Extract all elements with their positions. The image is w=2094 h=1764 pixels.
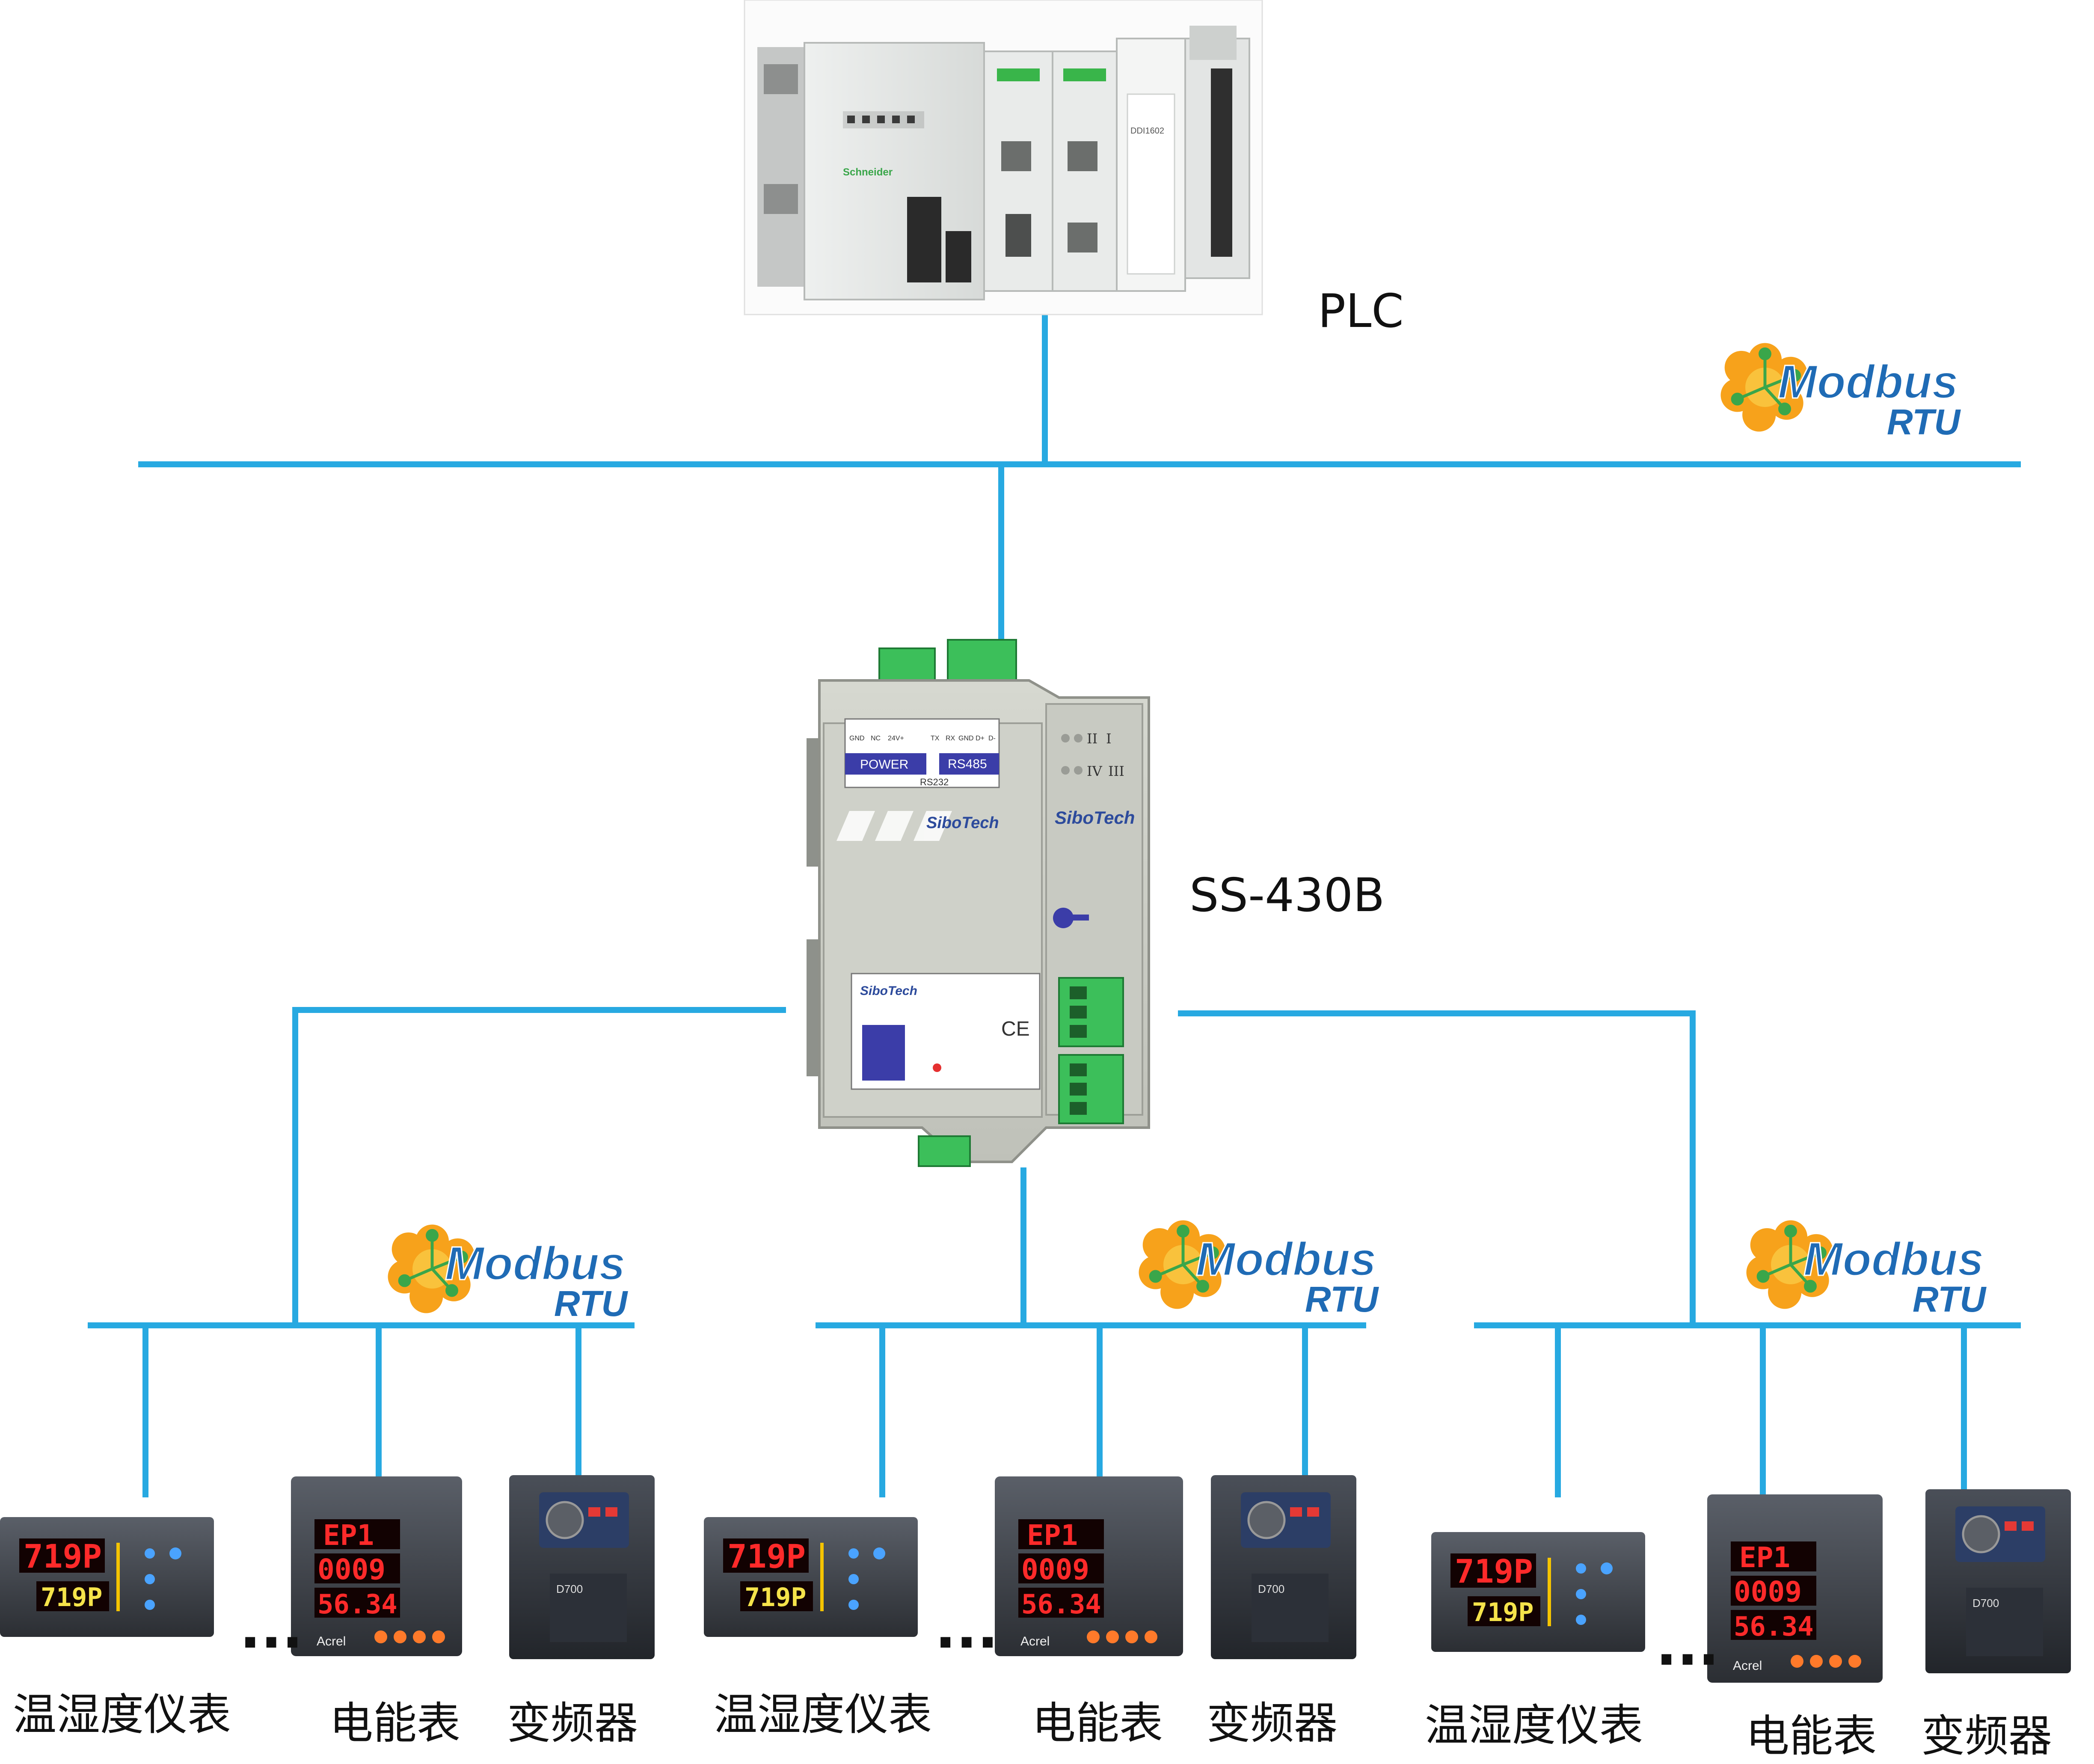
frequency-inverter: D700 (509, 1475, 655, 1659)
gateway-port-tag: GND (849, 735, 865, 742)
device-label-inverter: 变频器 (1207, 1698, 1338, 1749)
modbus-logo-word1: Modbus (445, 1237, 626, 1290)
plc-label: PLC (1318, 285, 1404, 338)
device-group-3: 719P 719P EP1 0009 56.34 Acrel D700 ... (1431, 1489, 2071, 1683)
device-label-temp-humidity: 温湿度仪表 (1425, 1700, 1643, 1751)
meter-pv-display: 719P (24, 1537, 102, 1575)
plc-device: Schneider DDI1602 (744, 0, 1263, 315)
bus-lines (88, 312, 2021, 1497)
gateway-rs485-label: RS485 (948, 757, 987, 771)
device-label-temp-humidity: 温湿度仪表 (714, 1690, 932, 1740)
gateway-brand-label: SiboTech (860, 984, 917, 998)
energy-meter: EP1 0009 56.34 Acrel (995, 1476, 1183, 1656)
gateway-ce-mark: CE (1001, 1018, 1030, 1040)
gateway-label: SS-430B (1189, 869, 1385, 922)
vfd-model: D700 (556, 1583, 583, 1595)
gateway-rs232-label: RS232 (920, 777, 949, 787)
energy-meter-line3: 56.34 (1734, 1611, 1814, 1642)
device-label-inverter: 变频器 (1921, 1711, 2052, 1762)
meter-pv-display: 719P (1455, 1552, 1533, 1590)
modbus-rtu-logo: Modbus RTU (1747, 1221, 1987, 1319)
gateway-port-tag: NC (871, 735, 881, 742)
modbus-rtu-logo: Modbus RTU (388, 1225, 628, 1324)
gateway-port-tag: RX (946, 735, 955, 742)
frequency-inverter: D700 (1925, 1489, 2071, 1673)
energy-meter-brand: Acrel (1020, 1634, 1050, 1648)
group-ellipsis: ... (1656, 1613, 1719, 1678)
frequency-inverter: D700 (1211, 1475, 1356, 1659)
gateway-port-tag: D- (988, 735, 996, 742)
plc-module-label: DDI1602 (1130, 126, 1164, 136)
gateway-port-tag: 24V+ (888, 735, 904, 742)
gateway-port-tag: TX (931, 735, 940, 742)
energy-meter-line1: EP1 (323, 1519, 374, 1552)
modbus-logo-word2: RTU (1305, 1279, 1379, 1319)
energy-meter-brand: Acrel (317, 1634, 346, 1648)
modbus-rtu-logo: Modbus RTU (1721, 343, 1961, 442)
energy-meter-line3: 56.34 (1021, 1589, 1101, 1620)
modbus-logo-word1: Modbus (1778, 356, 1958, 408)
meter-sv-display: 719P (1472, 1598, 1534, 1627)
energy-meter-line1: EP1 (1027, 1519, 1078, 1552)
device-label-energy-meter: 电能表 (329, 1698, 460, 1749)
gateway-led-label: II (1087, 731, 1097, 747)
meter-sv-display: 719P (41, 1583, 103, 1613)
gateway-led-label: I (1106, 731, 1112, 747)
plc-brand-text: Schneider (843, 166, 893, 178)
energy-meter-line2: 0009 (1021, 1553, 1089, 1586)
energy-meter-line2: 0009 (317, 1553, 386, 1586)
device-label-energy-meter: 电能表 (1032, 1698, 1163, 1749)
energy-meter: EP1 0009 56.34 Acrel (1707, 1494, 1883, 1683)
gateway-device: POWER RS485 RS232 GND NC 24V+ TX RX GND … (807, 639, 1150, 1167)
gateway-power-label: POWER (860, 757, 908, 772)
gateway-brand-side: SiboTech (1055, 808, 1135, 828)
gateway-led-label: IV (1087, 763, 1103, 779)
energy-meter-line2: 0009 (1734, 1575, 1802, 1608)
gateway-port-tag: GND (958, 735, 974, 742)
group-ellipsis: ... (935, 1596, 998, 1661)
device-label-temp-humidity: 温湿度仪表 (13, 1690, 231, 1740)
vfd-model: D700 (1972, 1597, 1999, 1610)
group-ellipsis: ... (240, 1596, 303, 1661)
modbus-logo-word2: RTU (1913, 1279, 1987, 1319)
device-label-energy-meter: 电能表 (1746, 1711, 1877, 1762)
modbus-rtu-logo: Modbus RTU (1139, 1221, 1379, 1319)
modbus-logo-word1: Modbus (1803, 1233, 1984, 1286)
temp-humidity-meter: 719P 719P (1431, 1532, 1645, 1652)
meter-pv-display: 719P (727, 1537, 806, 1575)
energy-meter-line3: 56.34 (317, 1589, 397, 1620)
energy-meter: EP1 0009 56.34 Acrel (291, 1476, 462, 1656)
device-group-2: 719P 719P EP1 0009 56.34 Acrel D700 ... (704, 1475, 1356, 1661)
modbus-logo-word1: Modbus (1196, 1233, 1376, 1286)
modbus-logo-word2: RTU (554, 1283, 628, 1324)
device-group-1: 719P 719P EP1 0009 56.34 Acrel D700 (0, 1475, 655, 1661)
modbus-logo-word2: RTU (1887, 402, 1961, 442)
device-label-inverter: 变频器 (507, 1698, 638, 1749)
energy-meter-line1: EP1 (1739, 1541, 1790, 1574)
temp-humidity-meter: 719P 719P (704, 1517, 918, 1637)
gateway-brand-front: SiboTech (926, 814, 999, 832)
meter-sv-display: 719P (744, 1583, 807, 1613)
gateway-led-label: III (1108, 763, 1124, 779)
gateway-port-tag: D+ (976, 735, 985, 742)
vfd-model: D700 (1258, 1583, 1284, 1595)
temp-humidity-meter: 719P 719P (0, 1517, 214, 1637)
energy-meter-brand: Acrel (1733, 1659, 1762, 1673)
